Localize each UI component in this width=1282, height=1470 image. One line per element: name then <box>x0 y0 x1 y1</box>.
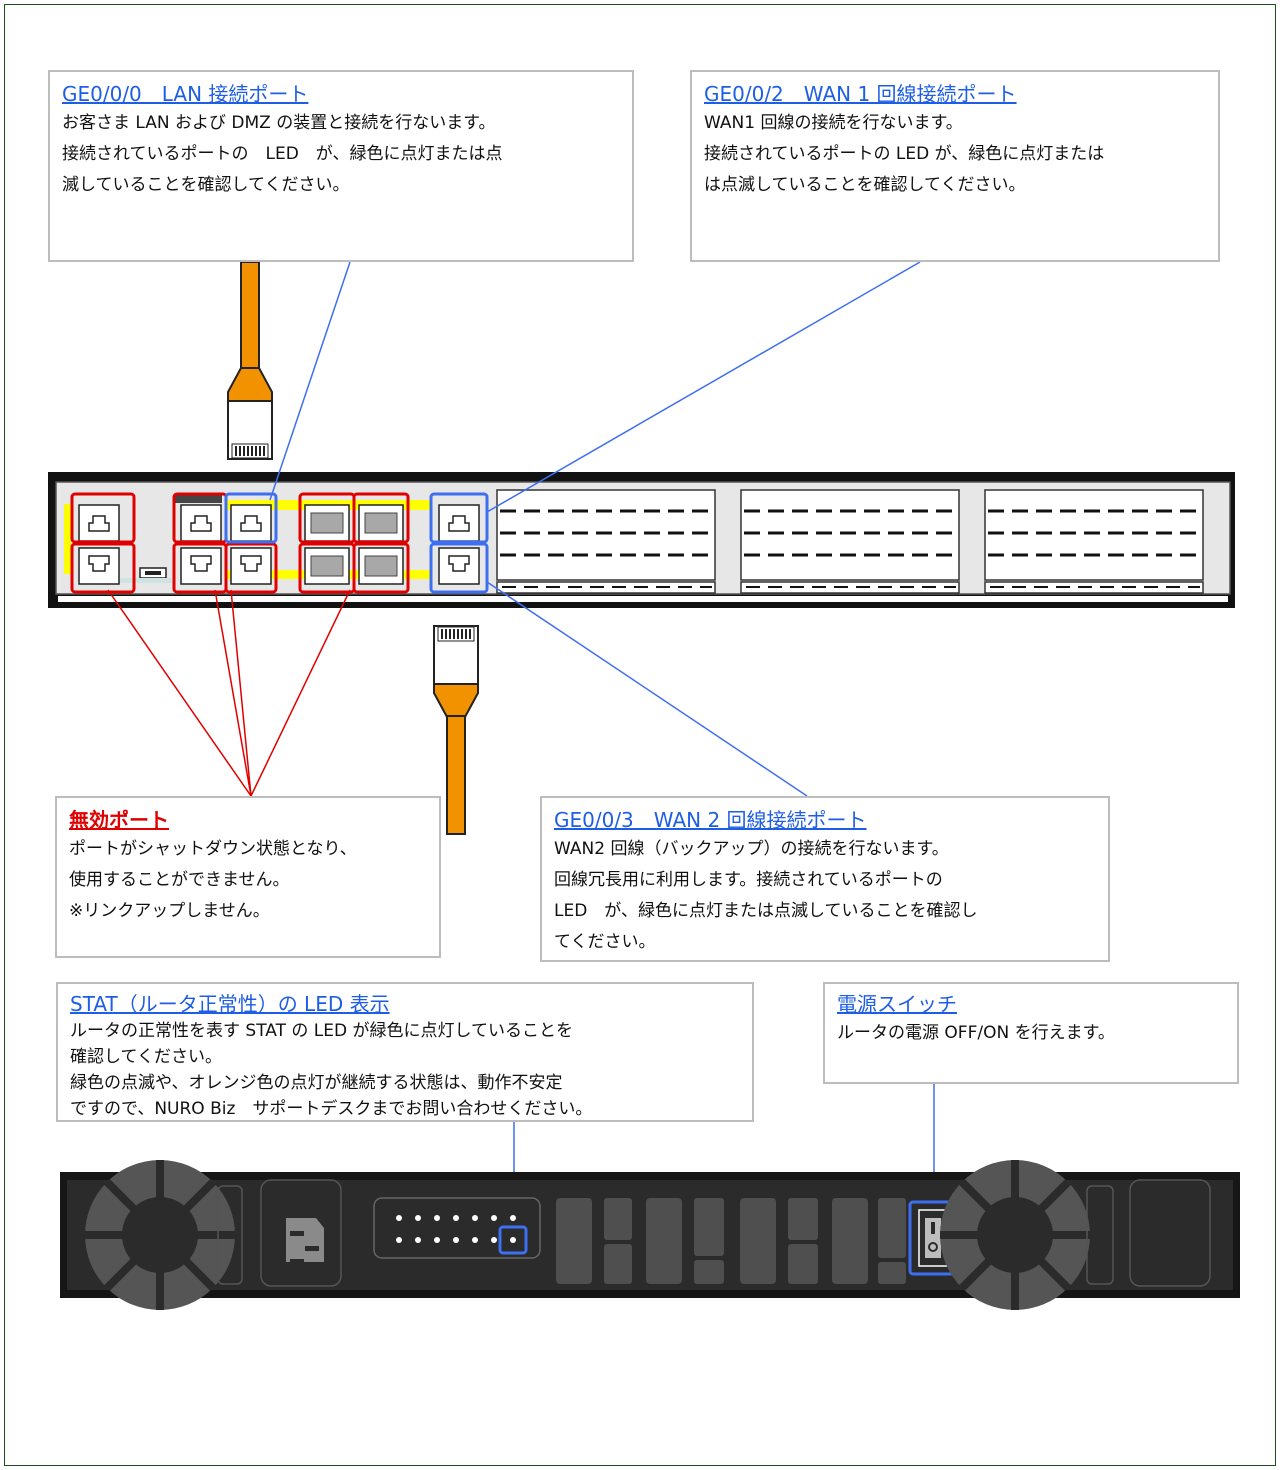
lan-port-callout-title: GE0/0/0 LAN 接続ポート <box>62 82 309 106</box>
lan-port-callout: GE0/0/0 LAN 接続ポート お客さま LAN および DMZ の装置と接… <box>48 70 634 262</box>
led-indicator-icon <box>396 1215 516 1243</box>
diagram-frame <box>4 4 1276 1466</box>
lan-port-callout-line: 滅していることを確認してください。 <box>62 175 350 195</box>
lan-port-callout-line: お客さま LAN および DMZ の装置と接続を行ないます。 <box>62 113 496 133</box>
wan2-port-callout-line: LED が、緑色に点灯または点滅していることを確認し <box>554 901 978 921</box>
wan1-port-callout: GE0/0/2 WAN 1 回線接続ポート WAN1 回線の接続を行ないます。 … <box>690 70 1220 262</box>
stat-led-callout: STAT（ルータ正常性）の LED 表示 ルータの正常性を表す STAT の L… <box>56 982 754 1122</box>
usb-port-icon <box>118 567 172 583</box>
ethernet-port-icon <box>78 504 480 585</box>
wan2-port-callout-line: 回線冗長用に利用します。接続されているポートの <box>554 870 943 890</box>
fan-icon <box>85 1160 235 1310</box>
stat-led-highlight <box>498 1225 528 1255</box>
power-switch-callout: 電源スイッチ ルータの電源 OFF/ON を行えます。 <box>823 982 1239 1084</box>
front-panel <box>48 472 1235 608</box>
wan1-port-callout-line: は点滅していることを確認してください。 <box>704 175 1026 195</box>
wan2-cable <box>433 625 479 835</box>
leader-line-red <box>107 589 351 797</box>
fan-icon <box>940 1160 1090 1310</box>
disabled-port-callout: 無効ポート ポートがシャットダウン状態となり、 使用することができません。 ※リ… <box>55 796 441 958</box>
wan1-port-callout-line: WAN1 回線の接続を行ないます。 <box>704 113 963 133</box>
wan2-port-callout-line: てください。 <box>554 932 656 952</box>
disabled-port-callout-line: ポートがシャットダウン状態となり、 <box>69 839 357 859</box>
disabled-port-callout-title: 無効ポート <box>69 808 169 832</box>
power-switch-callout-line: ルータの電源 OFF/ON を行えます。 <box>837 1023 1115 1043</box>
leader-line-blue <box>269 261 935 1210</box>
stat-led-callout-line: 緑色の点滅や、オレンジ色の点灯が継続する状態は、動作不安定 <box>70 1073 563 1093</box>
rear-panel <box>60 1160 1240 1310</box>
wan2-port-callout: GE0/0/3 WAN 2 回線接続ポート WAN2 回線（バックアップ）の接続… <box>540 796 1110 962</box>
lan-cable <box>227 261 273 460</box>
power-inlet-icon <box>286 1218 324 1264</box>
wan1-port-callout-line: 接続されているポートの LED が、緑色に点灯または <box>704 144 1105 164</box>
stat-led-callout-title: STAT（ルータ正常性）の LED 表示 <box>70 992 390 1016</box>
wan2-port-callout-line: WAN2 回線（バックアップ）の接続を行ないます。 <box>554 839 949 859</box>
disabled-port-callout-line: 使用することができません。 <box>69 870 290 890</box>
disabled-port-callout-line: ※リンクアップしません。 <box>69 901 270 921</box>
card-slot <box>496 489 1204 594</box>
vent-slot <box>556 1198 906 1284</box>
wan2-port-callout-title: GE0/0/3 WAN 2 回線接続ポート <box>554 808 867 832</box>
stat-led-callout-line: ですので、NURO Biz サポートデスクまでお問い合わせください。 <box>70 1099 593 1119</box>
rj45-plug-icon <box>433 625 479 685</box>
lan-port-callout-line: 接続されているポートの LED が、緑色に点灯または点 <box>62 144 503 164</box>
active-port-highlight <box>224 492 489 594</box>
rj45-plug-icon <box>227 400 273 460</box>
stat-led-callout-line: 確認してください。 <box>70 1047 222 1067</box>
wan1-port-callout-title: GE0/0/2 WAN 1 回線接続ポート <box>704 82 1017 106</box>
power-switch-callout-title: 電源スイッチ <box>837 992 957 1016</box>
stat-led-callout-line: ルータの正常性を表す STAT の LED が緑色に点灯していることを <box>70 1021 573 1041</box>
